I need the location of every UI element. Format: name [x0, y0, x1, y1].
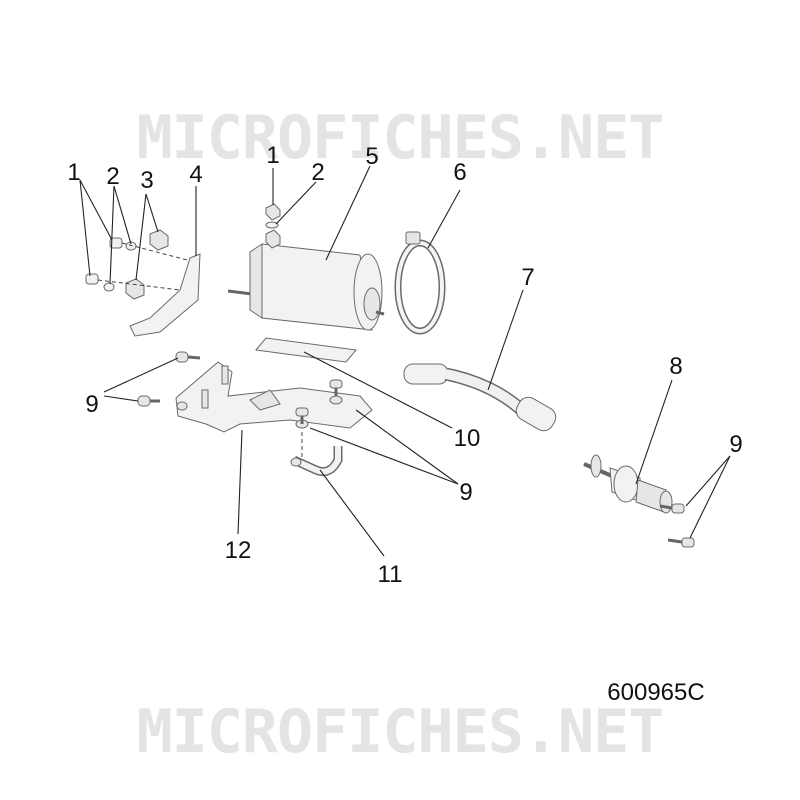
pad-10: [255, 337, 357, 363]
callout-4: 4: [189, 161, 202, 188]
callout-11: 11: [378, 561, 403, 588]
washer-2-lower: [103, 282, 115, 292]
callout-2-motor: 2: [311, 159, 324, 186]
callout-2-left: 2: [106, 163, 119, 190]
screws-9-lower: [137, 351, 343, 424]
callout-3: 3: [140, 167, 153, 194]
watermark-bottom: MICROFICHES.NET: [137, 697, 664, 767]
watermark-top: MICROFICHES.NET: [137, 103, 664, 173]
starter-motor-5: [227, 229, 385, 331]
bracket-4: [129, 253, 201, 337]
hose-clamp-6: [394, 231, 446, 335]
washer-2-upper: [125, 241, 137, 251]
starter-drive-8: [583, 454, 673, 514]
callout-1-motor: 1: [266, 142, 279, 169]
callout-5: 5: [365, 143, 378, 170]
bolt-1-lower: [85, 273, 99, 285]
strap-11: [290, 432, 343, 477]
callout-9-right: 9: [729, 431, 742, 458]
callout-1-left: 1: [67, 159, 80, 186]
left-fasteners: [85, 229, 196, 300]
callout-10: 10: [454, 425, 481, 452]
callout-9-left: 9: [85, 391, 98, 418]
callout-8: 8: [669, 353, 682, 380]
washer-2-motor: [265, 221, 279, 229]
callout-9-center: 9: [459, 479, 472, 506]
screws-9-right: [659, 503, 695, 548]
callout-12: 12: [225, 537, 252, 564]
nut-3-upper: [149, 229, 169, 251]
boot-tube-7: [403, 363, 557, 432]
nut-1-motor: [265, 203, 281, 221]
callout-7: 7: [521, 264, 534, 291]
callout-6: 6: [453, 159, 466, 186]
mounting-bracket-12: [175, 361, 373, 433]
nut-3-lower: [125, 278, 145, 300]
figure-reference-number: 600965C: [607, 679, 704, 706]
